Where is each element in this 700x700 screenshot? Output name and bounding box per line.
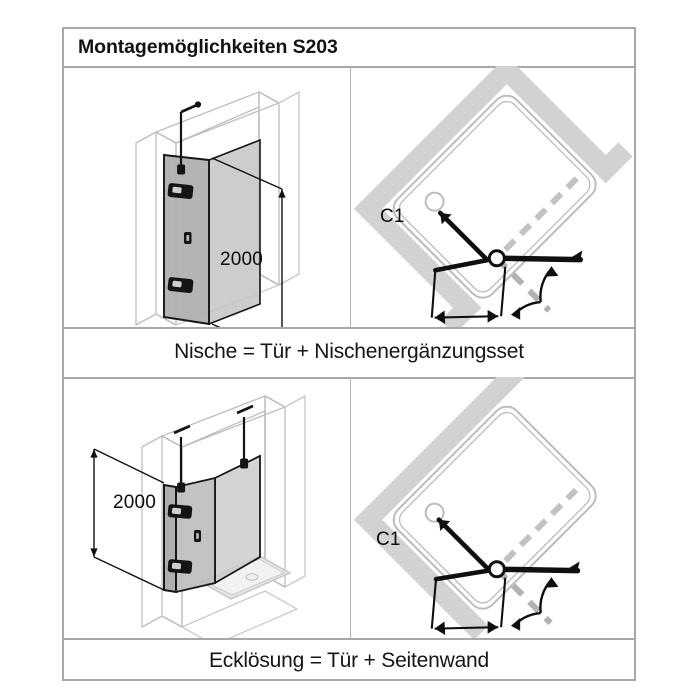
corner-door-handle bbox=[194, 530, 201, 542]
corner-height-label: 2000 bbox=[113, 492, 157, 513]
niche-floorplan-svg bbox=[353, 66, 633, 327]
corner-hinge-pivot bbox=[487, 560, 506, 579]
row1-column-divider bbox=[350, 66, 351, 327]
interior-reference-dashed-line bbox=[503, 174, 581, 252]
corner-walls bbox=[353, 377, 534, 638]
niche-isometric-pane: 2000 bbox=[64, 66, 350, 327]
niche-c1-label: C1 bbox=[380, 206, 405, 227]
corner-floorplan-svg bbox=[353, 377, 597, 638]
stabilizer-bar bbox=[177, 101, 202, 175]
diagram-frame: Montagemöglichkeiten S203 bbox=[62, 27, 636, 681]
door-hinge-upper bbox=[167, 183, 194, 200]
corner-interior-reference-dashed-line bbox=[503, 487, 579, 563]
niche-floorplan-pane: C1 bbox=[352, 66, 636, 327]
swing-arrow-heads bbox=[510, 266, 559, 320]
corner-folded-leaf-plan bbox=[433, 517, 500, 582]
c1-dimension-arrows bbox=[434, 309, 499, 324]
corner-c1-label: C1 bbox=[376, 529, 401, 550]
hinge-pivot bbox=[487, 249, 506, 268]
corner-c1-dimension-arrows bbox=[434, 620, 499, 635]
stabilizer-bar-left bbox=[173, 424, 191, 493]
corner-isometric-svg bbox=[90, 395, 306, 638]
divider-below-row1-drawings bbox=[64, 327, 634, 329]
corner-caption-cell: Ecklösung = Tür + Seitenwand bbox=[64, 638, 634, 683]
diagram-title-cell: Montagemöglichkeiten S203 bbox=[64, 29, 634, 66]
shower-tray-outline bbox=[392, 94, 597, 299]
corner-height-dimension-arrows bbox=[90, 449, 98, 557]
page-title: Montagemöglichkeiten S203 bbox=[78, 36, 338, 58]
corner-door-hinge-upper bbox=[167, 504, 193, 519]
door-handle bbox=[184, 232, 192, 244]
door-glass-panel-corner bbox=[163, 483, 177, 594]
corner-floorplan-pane: C1 bbox=[352, 377, 636, 638]
corner-door-hinge-lower bbox=[167, 559, 193, 574]
corner-swing-arrow-heads bbox=[510, 577, 559, 631]
stabilizer-bar-right bbox=[236, 404, 254, 469]
height-dimension-line bbox=[211, 157, 283, 327]
corner-caption: Ecklösung = Tür + Seitenwand bbox=[208, 648, 490, 672]
door-hinge-lower bbox=[167, 277, 194, 294]
row2-column-divider bbox=[350, 377, 351, 638]
corner-shower-tray-outline bbox=[392, 405, 597, 610]
height-dimension-arrows bbox=[278, 189, 286, 198]
niche-caption-cell: Nische = Tür + Nischenergänzungsset bbox=[64, 327, 634, 377]
niche-caption: Nische = Tür + Nischenergänzungsset bbox=[174, 340, 524, 363]
niche-walls bbox=[353, 66, 633, 327]
folded-leaf-plan bbox=[433, 210, 500, 273]
door-leaf-plan bbox=[494, 250, 584, 263]
divider-below-title bbox=[64, 66, 634, 68]
drain-symbol bbox=[424, 191, 445, 212]
divider-below-row1-caption bbox=[64, 377, 634, 379]
divider-below-row2-drawings bbox=[64, 638, 634, 640]
corner-isometric-pane: 2000 bbox=[64, 377, 350, 638]
corner-door-leaf-plan bbox=[494, 561, 581, 574]
niche-height-label: 2000 bbox=[220, 249, 264, 270]
corner-height-dimension-line bbox=[93, 448, 165, 591]
niche-isometric-svg bbox=[135, 91, 300, 327]
shower-tray-iso bbox=[199, 555, 292, 600]
